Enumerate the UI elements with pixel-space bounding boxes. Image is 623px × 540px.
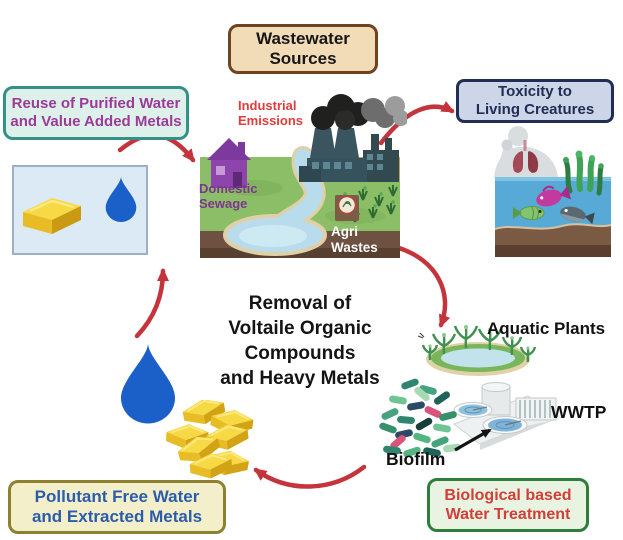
house-illustration xyxy=(207,138,251,188)
wastewater-sources-line1: Wastewater xyxy=(256,28,350,48)
toxicity-illustration xyxy=(494,126,612,257)
agri-wastes-label: Agri Wastes xyxy=(331,224,378,255)
toxicity-line1: Toxicity to xyxy=(498,83,572,100)
pollutant-free-line2: and Extracted Metals xyxy=(31,507,203,526)
arrow-recovery-to-reuse xyxy=(134,268,169,339)
purified-water-drop-icon xyxy=(121,344,175,424)
treatment-illustration xyxy=(379,325,564,458)
reuse-line2: and Value Added Metals xyxy=(10,113,182,130)
wwtp-label: WWTP xyxy=(551,402,607,422)
aquarium xyxy=(494,150,612,257)
factory-illustration xyxy=(299,94,407,182)
ribbed-building xyxy=(515,397,564,426)
gold-bar-icon xyxy=(23,198,81,234)
water-drop-icon xyxy=(105,176,137,222)
center-headline: Removal of Voltaile Organic Compounds an… xyxy=(190,291,410,391)
gold-bars-pile-icon xyxy=(164,400,256,481)
biological-treatment-box: Biological based Water Treatment xyxy=(427,478,589,532)
aquatic-plant xyxy=(563,150,604,196)
toxicity-line2: Living Creatures xyxy=(475,101,595,118)
headline-line1: Removal of xyxy=(248,293,352,314)
magenta-fish xyxy=(536,185,572,207)
reuse-box: Reuse of Purified Water and Value Added … xyxy=(3,86,189,140)
headline-line4: and Heavy Metals xyxy=(220,368,380,389)
biofilm-to-wwtp-arrow xyxy=(454,428,492,452)
dark-fish xyxy=(560,206,595,225)
agri-wastes-icon xyxy=(335,195,359,221)
wastewater-sources-line2: Sources xyxy=(269,49,337,68)
clarifier-1 xyxy=(453,402,493,418)
headline-line2: Voltaile Organic xyxy=(228,318,372,339)
reuse-line1: Reuse of Purified Water xyxy=(11,95,181,112)
industrial-emissions-label: Industrial Emissions xyxy=(238,98,304,128)
wastewater-scene-illustration xyxy=(200,94,407,258)
biofilm-label: Biofilm xyxy=(386,449,446,469)
headline-line3: Compounds xyxy=(244,343,356,364)
coughing-person xyxy=(494,126,558,177)
smoke-clouds xyxy=(311,94,407,130)
purified-sample-box xyxy=(12,165,148,255)
wastewater-sources-box: Wastewater Sources xyxy=(228,24,378,74)
biological-line2: Water Treatment xyxy=(445,506,571,523)
aquatic-plants-pond xyxy=(417,325,537,376)
domestic-sewage-label: Domestic Sewage xyxy=(199,181,258,211)
biological-line1: Biological based xyxy=(444,486,572,504)
arrow-treatment-to-recovery xyxy=(253,464,367,489)
pollutant-free-line1: Pollutant Free Water xyxy=(34,486,200,506)
green-fish xyxy=(513,206,545,220)
insect xyxy=(417,332,425,339)
aquatic-plants-label: Aquatic Plants xyxy=(487,319,606,338)
pollutant-free-box: Pollutant Free Water and Extracted Metal… xyxy=(8,480,226,534)
toxicity-box: Toxicity to Living Creatures xyxy=(456,79,614,123)
wwtp-illustration xyxy=(452,382,564,450)
clarifier-2 xyxy=(482,416,528,434)
